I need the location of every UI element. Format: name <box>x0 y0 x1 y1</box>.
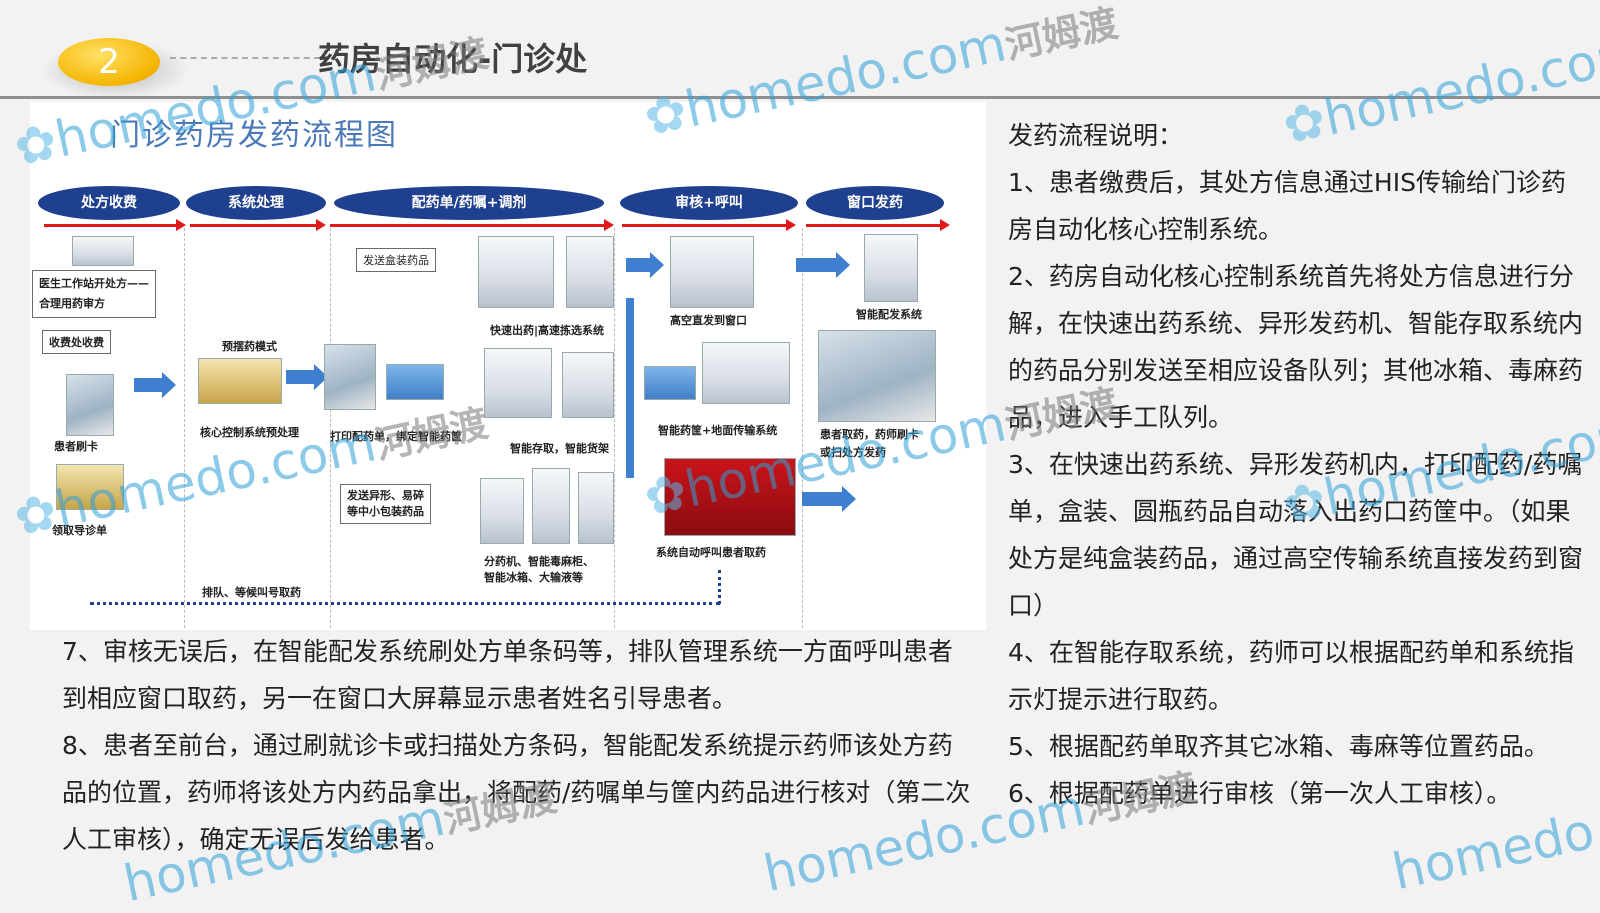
dispense-machine-3 <box>578 472 614 544</box>
call-system-label: 系统自动呼叫患者取药 <box>656 546 766 559</box>
patient-pick-label: 患者取药，药师刷卡 或扫处方发药 <box>820 428 919 459</box>
queue-dotted-line <box>90 602 720 605</box>
ground-conveyor-image <box>702 342 790 404</box>
stage-review-call: 审核+呼叫 <box>620 186 798 220</box>
picking-system-machine <box>566 236 614 308</box>
slide-title: 药房自动化-门诊处 <box>318 40 588 78</box>
red-arrow-3 <box>330 219 614 231</box>
header-divider <box>0 96 1600 99</box>
queue-label: 排队、等候叫号取药 <box>202 586 301 599</box>
smart-shelf-image <box>562 352 614 418</box>
notes-right: 发药流程说明： 1、患者缴费后，其处方信息通过HIS传输给门诊药房自动化核心控制… <box>1008 112 1588 817</box>
header-dashes <box>170 57 320 59</box>
conveyor-label: 智能药筐+地面传输系统 <box>658 424 778 437</box>
computer-image <box>72 236 134 266</box>
stage-system-processing: 系统处理 <box>186 186 326 220</box>
note-3: 3、在快速出药系统、异形发药机内，打印配药/药嘱单，盒装、圆瓶药品自动落入出药口… <box>1008 450 1584 620</box>
fee-label: 收费处收费 <box>42 330 111 354</box>
note-2: 2、药房自动化核心控制系统首先将处方信息进行分解，在快速出药系统、异形发药机、智… <box>1008 262 1584 432</box>
smart-storage-label: 智能存取，智能货架 <box>510 442 609 455</box>
guide-label: 领取导诊单 <box>52 524 107 537</box>
fast-system-label: 快速出药|高速拣选系统 <box>490 324 605 337</box>
note-4: 4、在智能存取系统，药师可以根据配药单和系统指示灯提示进行取药。 <box>1008 638 1574 714</box>
divider-1 <box>184 228 185 628</box>
call-screen-image <box>664 458 796 536</box>
high-speed-conveyor-image <box>670 236 754 308</box>
note-7: 7、审核无误后，在智能配发系统刷处方单条码等，排队管理系统一方面呼叫患者到相应窗… <box>62 637 953 713</box>
notes-heading: 发药流程说明： <box>1008 121 1184 150</box>
stage-window-dispense: 窗口发药 <box>806 186 944 220</box>
smart-dispense-label: 智能配发系统 <box>856 308 922 321</box>
queue-up-line <box>718 570 721 604</box>
core-system-label: 核心控制系统预处理 <box>200 426 299 439</box>
patient-card-photo <box>66 374 114 436</box>
red-arrow-5 <box>806 219 950 231</box>
divider-3 <box>614 228 615 628</box>
doctor-prescription-label: 医生工作站开处方—— 合理用药审方 <box>32 270 156 318</box>
dispense-machine-2 <box>532 468 570 544</box>
blue-arrow-return <box>802 486 856 512</box>
blue-arrow-col1 <box>134 372 176 398</box>
fast-dispense-machine <box>478 236 554 308</box>
preset-mode-label: 预摆药模式 <box>222 340 277 353</box>
flowchart-panel: 门诊药房发药流程图 处方收费 系统处理 配药单/药嘱+调剂 审核+呼叫 窗口发药… <box>30 102 986 630</box>
red-arrow-4 <box>622 219 796 231</box>
blue-arrow-col2 <box>286 364 328 390</box>
note-5: 5、根据配药单取齐其它冰箱、毒麻等位置药品。 <box>1008 732 1549 761</box>
core-system-image <box>198 358 282 404</box>
dispense-group-label: 分药机、智能毒麻柜、 智能冰箱、大输液等 <box>484 555 594 584</box>
section-number-badge: 2 <box>58 38 160 86</box>
stage-dispensing: 配药单/药嘱+调剂 <box>334 186 604 220</box>
note-6: 6、根据配药单进行审核（第一次人工审核）。 <box>1008 779 1512 808</box>
box-drug-label: 发送盒装药品 <box>356 248 436 272</box>
highspeed-label: 高空直发到窗口 <box>670 314 747 327</box>
print-label: 打印配药单，绑定智能药筐 <box>330 430 462 443</box>
notes-bottom: 7、审核无误后，在智能配发系统刷处方单条码等，排队管理系统一方面呼叫患者到相应窗… <box>62 628 977 863</box>
smart-dispense-machine <box>864 234 918 302</box>
blue-arrow-col5 <box>796 252 850 278</box>
blue-vertical-bar <box>626 298 634 478</box>
blue-arrow-col4 <box>626 252 664 278</box>
pharmacist-photo <box>818 330 936 422</box>
red-arrow-1 <box>44 219 186 231</box>
flowchart-title: 门诊药房发药流程图 <box>110 118 398 153</box>
divider-4 <box>802 228 803 628</box>
patient-card-label: 患者刷卡 <box>54 440 98 453</box>
smart-storage-machine <box>484 348 552 418</box>
note-8: 8、患者至前台，通过刷就诊卡或扫描处方条码，智能配发系统提示药师该处方药品的位置… <box>62 731 971 854</box>
guide-slip-image <box>56 464 124 510</box>
smart-basket-image <box>386 364 444 400</box>
red-arrow-2 <box>190 219 326 231</box>
prescription-print-image <box>324 344 376 410</box>
divider-2 <box>330 228 331 628</box>
stage-prescription-fee: 处方收费 <box>38 186 180 220</box>
basket-image-2 <box>644 366 696 400</box>
note-1: 1、患者缴费后，其处方信息通过HIS传输给门诊药房自动化核心控制系统。 <box>1008 168 1566 244</box>
special-drug-label: 发送异形、易碎 等中小包装药品 <box>340 484 431 524</box>
dispense-machine-1 <box>480 478 524 544</box>
